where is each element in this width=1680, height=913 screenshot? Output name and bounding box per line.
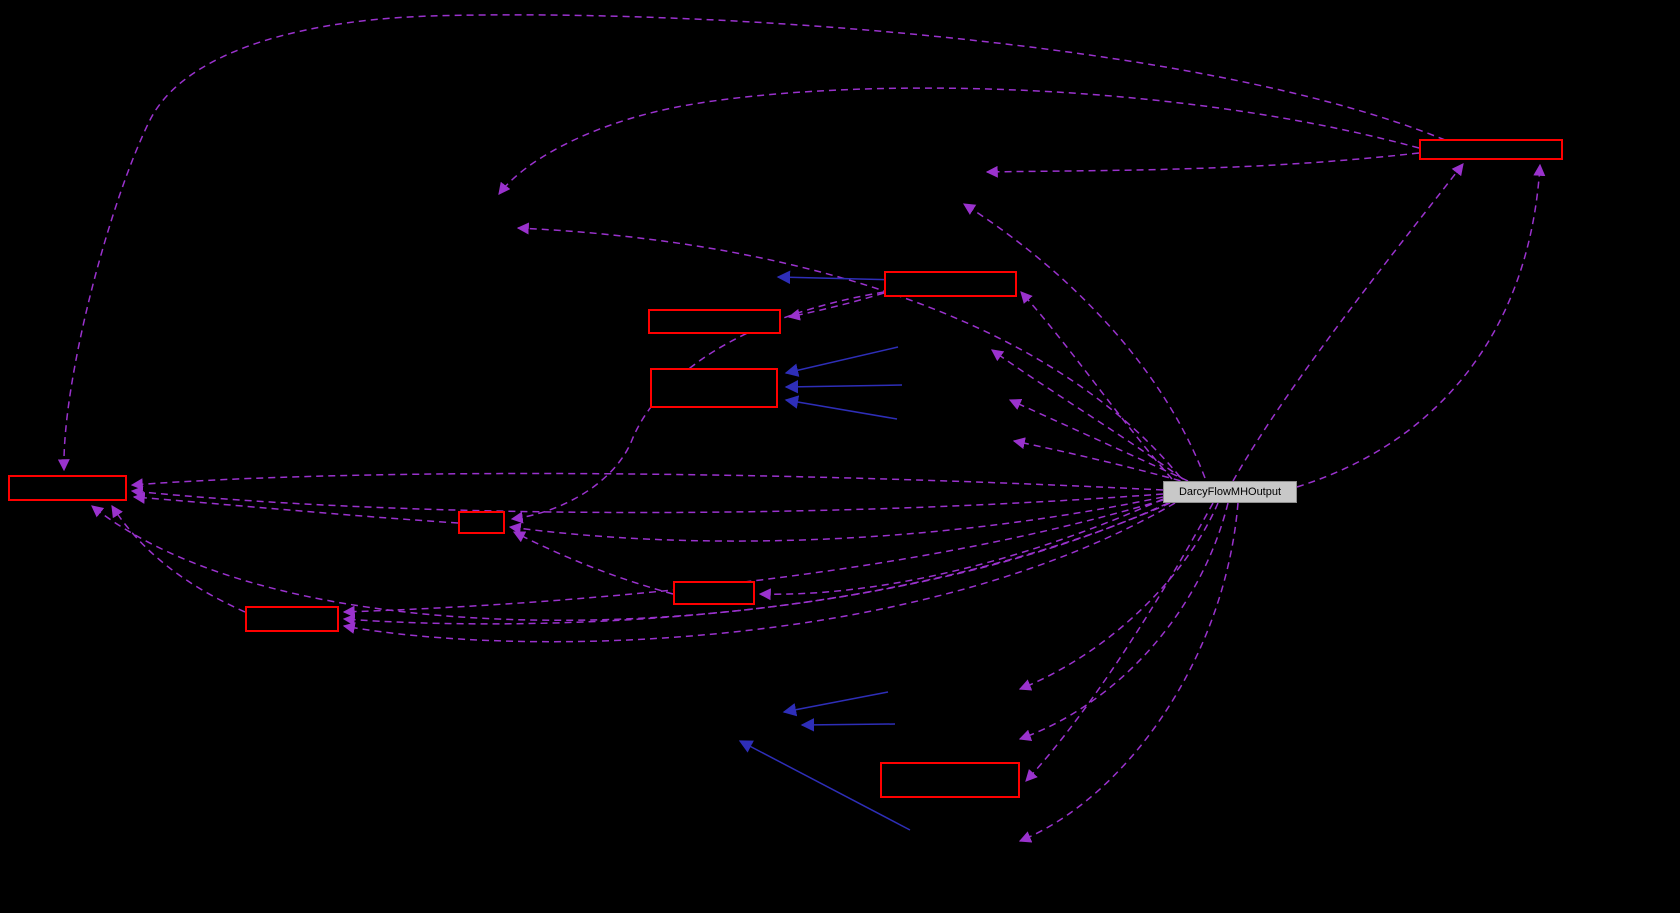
main-node-darcyflowmhoutput[interactable]: DarcyFlowMHOutput (1163, 481, 1297, 503)
blue-edge-to-node-d-2 (784, 380, 903, 394)
blue-edge-bottom-long (738, 740, 911, 831)
edge-node-h-to-left-node (111, 504, 246, 613)
edge-main-up-3 (1008, 399, 1189, 482)
main-node-label: DarcyFlowMHOutput (1178, 486, 1282, 498)
edge-main-to-left-node-2 (130, 486, 1164, 514)
edge-topright-sweep-left (498, 87, 1420, 195)
edge-main-down-3 (1018, 502, 1239, 843)
edge-main-down-1 (1018, 502, 1219, 691)
graph-node-d[interactable] (650, 368, 778, 408)
graph-node-top-right[interactable] (1419, 139, 1563, 160)
edge-main-sweep-upleft (516, 222, 1181, 478)
blue-edge-to-node-b (776, 270, 903, 285)
graph-node-i[interactable] (880, 762, 1020, 798)
edge-main-to-left-node-3 (91, 502, 1171, 621)
edge-main-to-node-h-2 (342, 502, 1169, 626)
edge-main-to-node-b (1020, 291, 1173, 480)
edge-node-g-to-node-f (512, 531, 674, 595)
blue-edge-to-node-d-3 (784, 395, 898, 420)
edge-node-f-to-left-node (132, 491, 459, 524)
blue-edge-to-node-d-1 (784, 346, 899, 377)
graph-node-b[interactable] (884, 271, 1017, 297)
edge-main-down-2 (1018, 502, 1229, 742)
graph-node-h[interactable] (245, 606, 339, 632)
edge-main-up-2 (991, 349, 1184, 480)
edge-topright-to-midarrow (985, 152, 1420, 178)
edge-node-b-to-node-c (787, 292, 885, 321)
edge-main-up-4 (1012, 437, 1193, 485)
edge-node-b-down-to-node-f (510, 291, 885, 524)
edge-main-to-topright-2 (1296, 163, 1546, 488)
blue-edge-bottom-short-1 (800, 718, 896, 732)
graph-node-f[interactable] (458, 511, 505, 534)
edge-main-to-node-f (508, 496, 1164, 542)
edge-main-up-1 (962, 203, 1206, 479)
edge-main-to-node-g (758, 498, 1164, 601)
graph-node-left[interactable] (8, 475, 127, 501)
edge-main-to-topright-1 (1232, 163, 1464, 482)
blue-edge-bottom-short-2 (782, 691, 889, 717)
edge-main-to-node-i (1025, 502, 1214, 782)
edge-topright-to-left-node-top (57, 14, 1446, 472)
graph-node-c[interactable] (648, 309, 781, 334)
graph-node-g[interactable] (673, 581, 755, 605)
edge-main-to-left-node-1 (130, 472, 1164, 491)
